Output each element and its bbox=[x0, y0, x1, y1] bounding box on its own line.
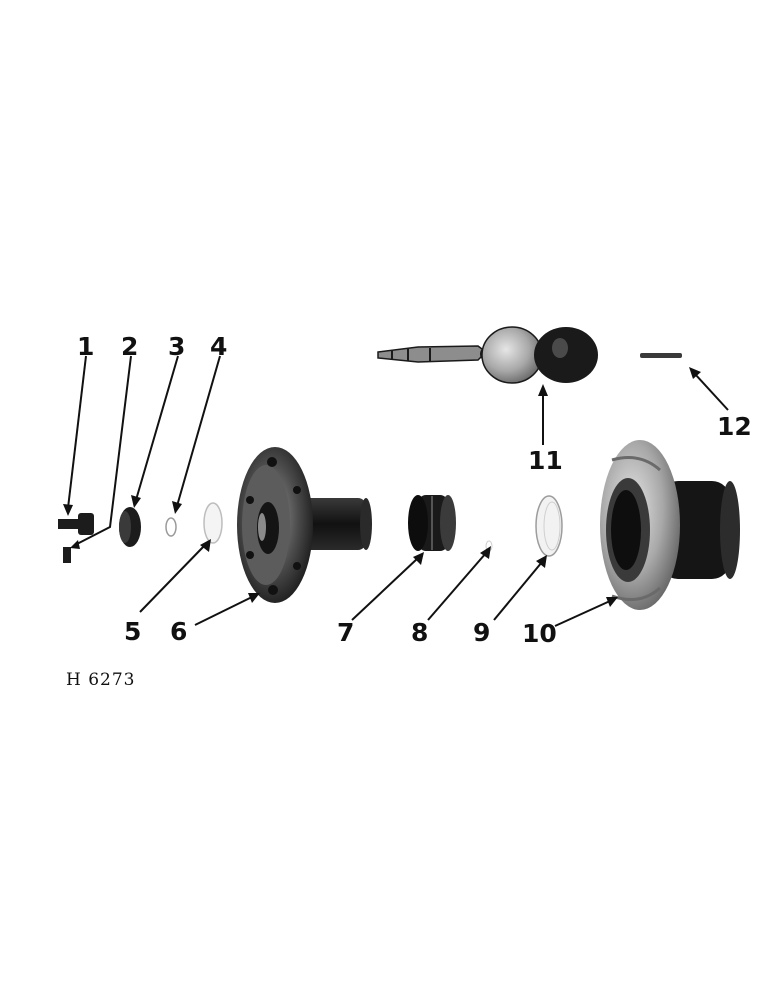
part-1-cap-screw bbox=[58, 513, 94, 535]
callout-5: 5 bbox=[124, 617, 141, 646]
part-12-pin bbox=[640, 353, 682, 358]
part-6-hub bbox=[237, 447, 372, 603]
callout-7: 7 bbox=[337, 618, 354, 647]
part-11-valve-assembly bbox=[377, 326, 598, 384]
figure-id: H 6273 bbox=[66, 670, 136, 690]
callout-4: 4 bbox=[210, 332, 227, 361]
part-5-washer bbox=[203, 502, 223, 544]
part-9-seal bbox=[535, 495, 563, 557]
leader-lines bbox=[63, 355, 729, 627]
part-10-housing bbox=[600, 440, 740, 610]
part-4-ring bbox=[165, 517, 177, 537]
part-2-fitting bbox=[63, 547, 71, 563]
callout-8: 8 bbox=[411, 618, 428, 647]
callout-12: 12 bbox=[717, 412, 752, 441]
callout-10: 10 bbox=[522, 619, 557, 648]
part-7-bearing bbox=[408, 495, 456, 551]
callout-6: 6 bbox=[170, 617, 187, 646]
callout-9: 9 bbox=[473, 618, 490, 647]
callout-numbers: 1 2 3 4 5 6 7 8 9 10 11 12 bbox=[77, 332, 752, 648]
part-3-cap bbox=[119, 507, 141, 547]
callout-3: 3 bbox=[168, 332, 185, 361]
callout-11: 11 bbox=[528, 446, 563, 475]
callout-1: 1 bbox=[77, 332, 94, 361]
callout-2: 2 bbox=[121, 332, 138, 361]
